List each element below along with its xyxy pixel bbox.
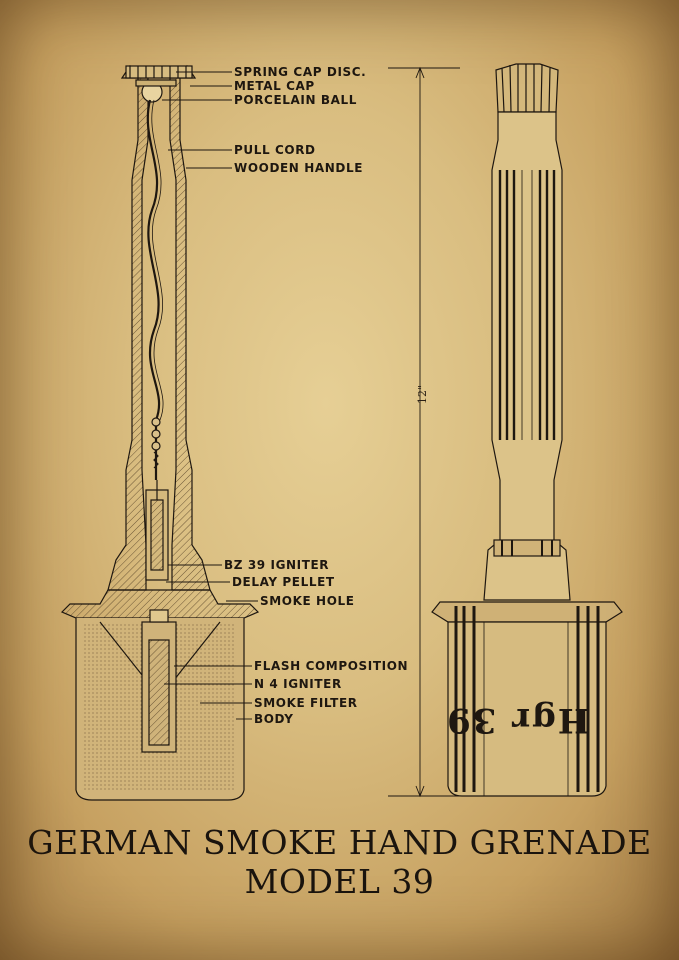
label-n4-igniter: N 4 IGNITER (254, 677, 342, 691)
label-pull-cord: PULL CORD (234, 143, 316, 157)
label-delay-pellet: DELAY PELLET (232, 575, 335, 589)
label-smoke-hole: SMOKE HOLE (260, 594, 355, 608)
side-view (431, 63, 623, 797)
label-porcelain-ball: PORCELAIN BALL (234, 93, 357, 107)
label-metal-cap: METAL CAP (234, 79, 315, 93)
n4-igniter (149, 609, 169, 623)
label-body: BODY (254, 712, 294, 726)
label-flash-composition: FLASH COMPOSITION (254, 659, 409, 673)
spring-cap-disc (135, 79, 177, 87)
side-flange (431, 601, 623, 623)
label-spring-cap-disc: SPRING CAP DISC. (234, 65, 367, 79)
side-handle (483, 111, 571, 601)
page-subtitle: MODEL 39 (244, 862, 435, 901)
dimension-label: 12" (416, 384, 430, 405)
label-bz39-igniter: BZ 39 IGNITER (224, 558, 330, 572)
label-wooden-handle: WOODEN HANDLE (234, 161, 363, 175)
label-smoke-filter: SMOKE FILTER (254, 696, 358, 710)
smoke-filter-cone (99, 621, 221, 681)
pull-cord (146, 99, 161, 480)
side-body (447, 621, 607, 797)
handle-wall-right (169, 64, 211, 591)
cross-section-view (60, 64, 260, 801)
leader-lines (162, 71, 258, 720)
dimension-line (388, 66, 460, 798)
handle-wall-left (107, 64, 149, 591)
body-markings: Hgr 39 (445, 700, 590, 740)
page-title: GERMAN SMOKE HAND GRENADE (27, 823, 652, 862)
